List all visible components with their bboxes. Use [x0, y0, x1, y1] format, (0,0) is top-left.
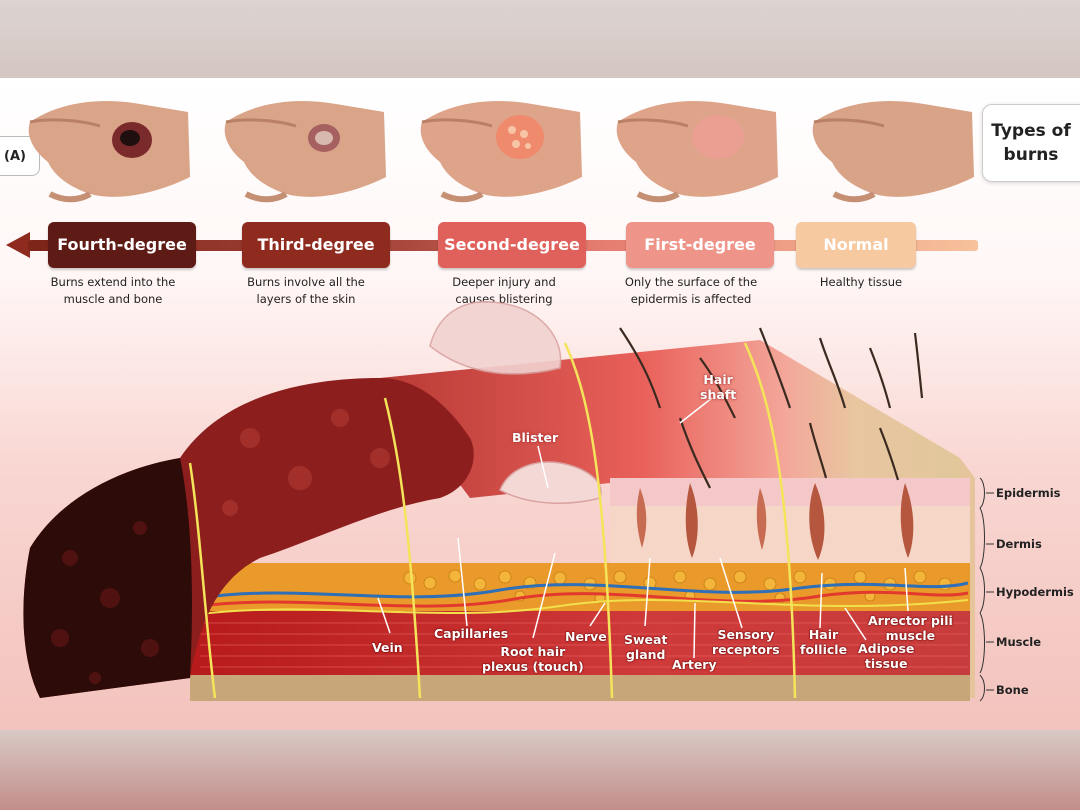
bottom-background-band	[0, 730, 1080, 810]
stage-fourth-degree: Fourth-degree	[48, 222, 196, 268]
layer-label-hypodermis: Hypodermis	[996, 585, 1074, 599]
hand-first-degree	[616, 101, 778, 203]
label-vein: Vein	[372, 640, 403, 655]
title-line-2: burns	[1003, 145, 1059, 165]
layer-label-bone: Bone	[996, 683, 1029, 697]
hand-normal	[812, 101, 974, 203]
title-line-1: Types of	[991, 121, 1071, 141]
hair-follicles	[636, 483, 914, 560]
layer-brackets	[979, 477, 994, 702]
burn-types-figure: (A) Types of burns	[0, 78, 1080, 730]
title: Types of burns	[983, 119, 1079, 167]
skin-cross-section	[23, 301, 994, 702]
stage-second-degree: Second-degree	[438, 222, 586, 268]
label-capillaries: Capillaries	[434, 626, 509, 641]
label-nerve: Nerve	[565, 629, 607, 644]
layer-label-muscle: Muscle	[996, 635, 1042, 649]
label-artery: Artery	[672, 657, 717, 672]
layer-label-epidermis: Epidermis	[996, 486, 1061, 500]
hand-second-degree	[420, 101, 582, 203]
top-background-band	[0, 0, 1080, 78]
hand-third-degree	[224, 101, 386, 203]
hand-fourth-degree	[28, 101, 191, 203]
muscle-striations	[200, 622, 968, 668]
stage-normal: Normal	[796, 222, 916, 268]
title-box: Types of burns	[982, 104, 1080, 182]
fourth-degree-char-area	[23, 458, 192, 698]
nerve-fiber	[199, 599, 969, 615]
muscle-layer	[190, 611, 970, 675]
stage-third-degree: Third-degree	[242, 222, 390, 268]
vein-vessel	[199, 581, 969, 600]
artery-vessel	[199, 590, 969, 608]
hair-shafts	[619, 327, 924, 489]
dermis-layer	[610, 506, 970, 568]
blister-front	[499, 461, 602, 504]
label-blister: Blister	[512, 430, 559, 445]
zone-boundary-lines	[188, 342, 797, 699]
desc-normal: Healthy tissue	[819, 275, 903, 289]
leader-lines	[377, 397, 909, 659]
blister-top	[429, 301, 562, 375]
stage-first-degree: First-degree	[626, 222, 774, 268]
bone-layer	[190, 675, 970, 701]
epidermis-layer	[610, 478, 970, 506]
char-texture	[51, 521, 159, 684]
third-degree-texture	[222, 409, 390, 516]
layer-label-dermis: Dermis	[996, 537, 1042, 551]
skin-top-surface	[380, 340, 960, 498]
